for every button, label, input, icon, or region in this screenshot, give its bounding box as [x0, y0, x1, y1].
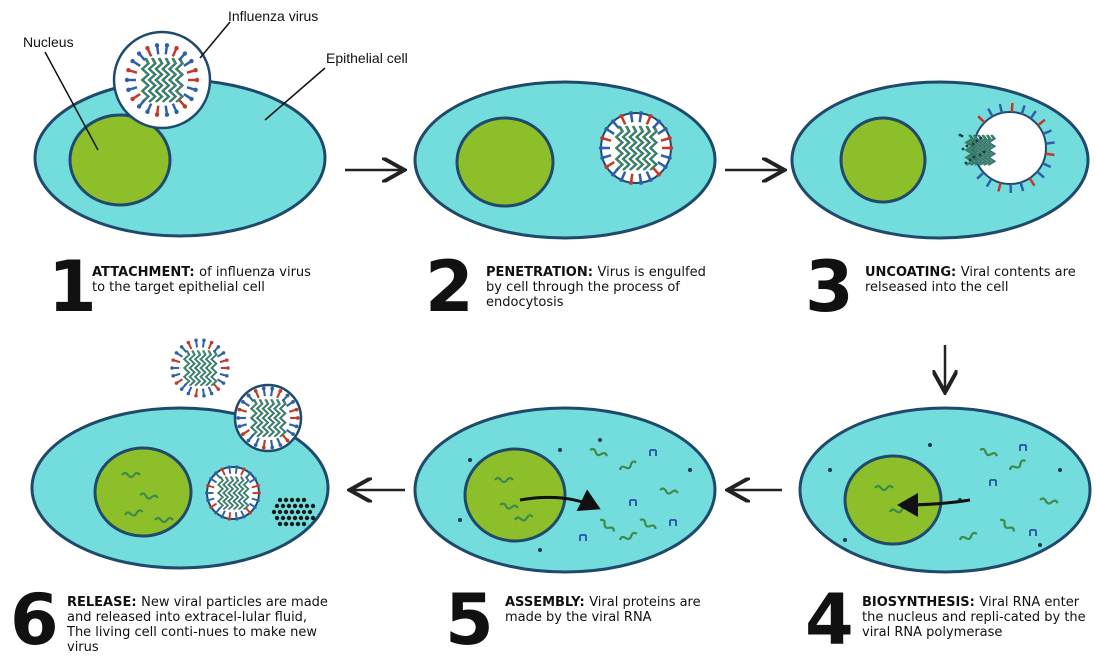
- step-5-number: 5: [445, 585, 494, 655]
- step-3-number: 3: [805, 252, 854, 322]
- step-1-title: ATTACHMENT:: [92, 265, 195, 280]
- step-3-description: UNCOATING: Viral contents are relseased …: [865, 265, 1085, 295]
- step-6-title: RELEASE:: [67, 595, 137, 610]
- step-2-number: 2: [425, 252, 474, 322]
- cell-step-3: [792, 82, 1088, 238]
- step-2-title: PENETRATION:: [486, 265, 593, 280]
- step-5-title: ASSEMBLY:: [505, 595, 585, 610]
- step-3-title: UNCOATING:: [865, 265, 956, 280]
- epithelial-cell-4: [800, 408, 1090, 572]
- step-2-description: PENETRATION: Virus is engulfed by cell t…: [486, 265, 716, 310]
- cell-step-6: [32, 339, 328, 568]
- cell-step-2: [415, 82, 715, 238]
- step-1-description: ATTACHMENT: of influenza virus to the ta…: [92, 265, 317, 295]
- nucleus-6: [95, 448, 191, 536]
- step-4-description: BIOSYNTHESIS: Viral RNA enter the nucleu…: [862, 595, 1087, 640]
- influenza-virus-pointer: [200, 22, 230, 58]
- nucleus-2: [457, 118, 553, 206]
- cell-step-5: [415, 408, 715, 572]
- step-4-title: BIOSYNTHESIS:: [862, 595, 975, 610]
- nucleus-4: [845, 456, 941, 544]
- cell-step-1: [35, 32, 325, 236]
- nucleus-3: [841, 118, 925, 202]
- cell-step-4: [800, 408, 1090, 572]
- step-5-description: ASSEMBLY: Viral proteins are made by the…: [505, 595, 740, 625]
- step-1-number: 1: [48, 252, 97, 322]
- influenza-virus-label: Influenza virus: [228, 8, 318, 24]
- nucleus-5: [465, 449, 565, 541]
- epithelial-cell-label: Epithelial cell: [326, 50, 408, 66]
- step-4-number: 4: [805, 585, 854, 655]
- nucleus-label: Nucleus: [23, 34, 74, 50]
- step-6-number: 6: [10, 585, 59, 655]
- step-6-description: RELEASE: New viral particles are made an…: [67, 595, 332, 655]
